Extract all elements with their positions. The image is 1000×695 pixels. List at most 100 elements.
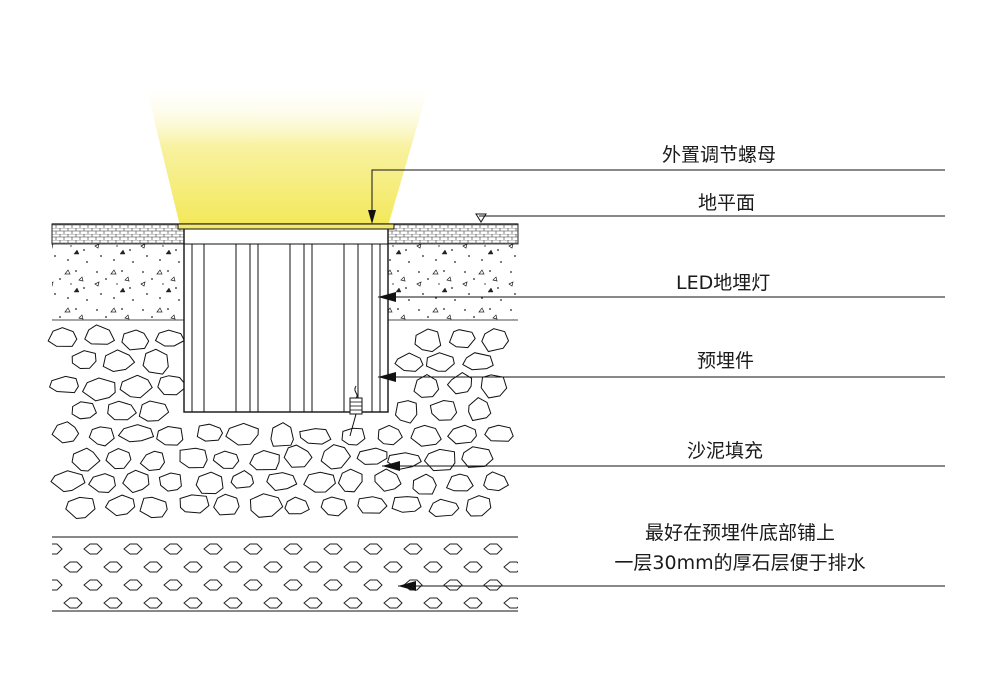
rubble-stone <box>413 374 440 398</box>
arrow-nut-icon <box>368 210 376 224</box>
rubble-stone <box>107 400 137 421</box>
rubble-stone <box>249 449 280 471</box>
rubble-stone <box>299 428 332 445</box>
rubble-stone <box>283 444 313 468</box>
rubble-stone <box>179 494 210 514</box>
rubble-stone <box>448 329 476 349</box>
rubble-stone <box>447 424 477 445</box>
rubble-stone <box>462 352 494 371</box>
rubble-stone <box>105 447 132 470</box>
rubble-stone <box>394 400 418 424</box>
rubble-stone <box>179 447 208 469</box>
led-inground-light-body <box>177 223 395 413</box>
rubble-stone <box>119 374 153 399</box>
rubble-stone <box>88 426 115 447</box>
rubble-stone <box>284 496 310 515</box>
leader-nut <box>371 169 945 218</box>
rubble-stone <box>71 447 101 472</box>
rubble-stone <box>341 427 366 446</box>
rubble-stone <box>117 424 155 443</box>
rubble-stone <box>303 471 336 493</box>
rubble-stone <box>357 496 388 514</box>
rubble-stone <box>465 495 492 517</box>
rubble-stone <box>65 496 96 520</box>
rubble-stone <box>394 352 424 372</box>
label-fill: 沙泥填充 <box>687 440 764 462</box>
rubble-stone <box>47 327 78 347</box>
sand-soil-layer-right <box>388 244 518 320</box>
rubble-stone <box>468 396 492 422</box>
rubble-stone <box>81 377 116 402</box>
rubble-stone <box>461 446 494 468</box>
rubble-stone <box>51 421 80 444</box>
rubble-stone <box>84 324 116 345</box>
paving-layer-left <box>51 223 185 245</box>
rubble-stone <box>377 424 403 446</box>
rubble-stone <box>48 375 79 394</box>
rubble-stone <box>156 425 184 446</box>
rubble-stone <box>212 450 240 469</box>
rubble-stone <box>122 469 150 494</box>
arrow-light-icon <box>378 292 396 302</box>
rubble-stone <box>483 471 510 492</box>
arrow-gravel-icon <box>398 581 416 591</box>
gravel-drain-layer <box>52 537 518 611</box>
rubble-stone <box>320 444 352 470</box>
rubble-stone <box>213 493 240 516</box>
ground-level-symbol <box>475 213 487 223</box>
arrow-fill-icon <box>382 461 400 471</box>
rubble-stone <box>320 496 348 517</box>
rubble-stone <box>428 498 460 518</box>
rubble-stone <box>249 493 284 518</box>
paving-layer-right <box>387 223 519 245</box>
cable-gland-icon <box>349 385 363 437</box>
rubble-stone <box>88 473 116 494</box>
rubble-stone <box>445 473 474 492</box>
rubble-stone <box>270 422 294 447</box>
label-embedded: 预埋件 <box>697 350 755 372</box>
rubble-stone <box>230 470 255 489</box>
label-note: 最好在预埋件底部铺上 一层30mm的厚石层便于排水 <box>590 518 890 578</box>
label-note-line1: 最好在预埋件底部铺上 <box>644 522 835 544</box>
arrow-embedded-icon <box>378 372 396 382</box>
rubble-stone <box>71 350 97 370</box>
rubble-stone <box>446 372 473 395</box>
rubble-stone <box>225 422 259 446</box>
label-nut: 外置调节螺母 <box>662 144 777 166</box>
rubble-stone <box>50 470 86 493</box>
rubble-stone <box>195 471 224 495</box>
rubble-stone <box>266 472 298 492</box>
rubble-stone <box>414 328 442 353</box>
rubble-stone-layer <box>47 324 514 520</box>
rubble-stone <box>425 352 455 372</box>
rubble-stone <box>154 329 186 347</box>
sand-soil-layer-left <box>52 244 184 320</box>
rubble-stone <box>412 473 437 495</box>
rubble-stone <box>196 423 224 442</box>
label-note-line2: 一层30mm的厚石层便于排水 <box>614 552 866 574</box>
rubble-stone <box>480 374 508 399</box>
rubble-stone <box>157 375 188 396</box>
rubble-stone <box>102 349 136 373</box>
rubble-stone <box>337 468 363 493</box>
label-ground: 地平面 <box>698 192 756 214</box>
rubble-stone <box>356 447 388 465</box>
rubble-stone <box>429 399 458 421</box>
rubble-stone <box>142 348 169 375</box>
rubble-stone <box>481 328 510 353</box>
rubble-stone <box>139 496 168 519</box>
rubble-stone <box>410 424 442 447</box>
rubble-stone <box>71 401 98 420</box>
label-light: LED地埋灯 <box>676 272 771 294</box>
rubble-stone <box>423 448 456 472</box>
rubble-stone <box>138 400 170 422</box>
rubble-stone <box>391 496 422 513</box>
rubble-stone <box>374 468 402 492</box>
rubble-stone <box>484 424 514 442</box>
light-beam <box>145 82 430 226</box>
rubble-stone <box>121 329 150 351</box>
rubble-stone <box>158 472 182 492</box>
rubble-stone <box>104 494 136 517</box>
rubble-stone <box>139 450 166 472</box>
